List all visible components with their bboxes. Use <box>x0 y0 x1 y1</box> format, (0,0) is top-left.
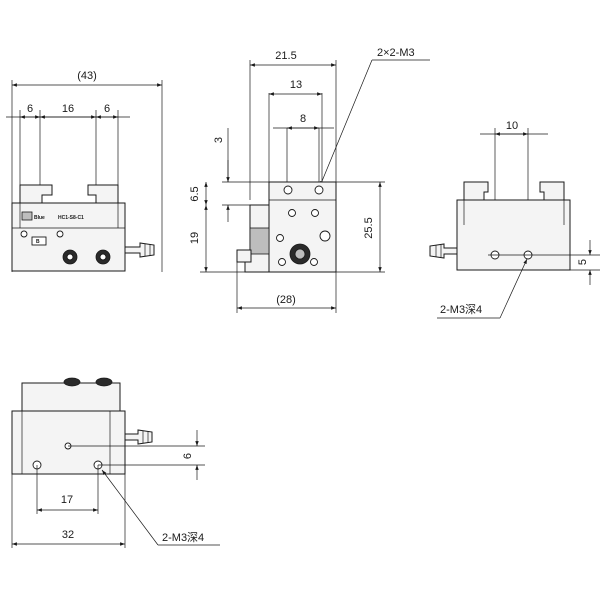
dim-5: 5 <box>577 259 589 265</box>
side-screw-hole-1 <box>288 209 296 217</box>
dim-13: 13 <box>290 79 302 91</box>
dim-28: (28) <box>276 294 296 306</box>
side-callout: 2×2-M3 <box>377 47 415 59</box>
right-jaw <box>87 184 119 204</box>
right-hose-barb <box>429 243 458 259</box>
right-callout: 2-M3深4 <box>440 303 482 316</box>
front-screw-hole-1 <box>20 230 28 238</box>
side-screw-hole-4 <box>319 230 331 242</box>
dim-19: 19 <box>189 232 201 244</box>
side-screw-hole-2 <box>311 209 319 217</box>
bottom-callout: 2-M3深4 <box>162 531 204 544</box>
front-screw-hole-2 <box>56 230 64 238</box>
bottom-fitting-2 <box>95 377 113 387</box>
side-top-hole-1 <box>283 185 293 195</box>
side-screw-hole-5 <box>278 258 286 266</box>
dim-8: 8 <box>300 113 306 125</box>
side-screw-hole-6 <box>310 258 318 266</box>
side-top-hole-2 <box>314 185 324 195</box>
bottom-body <box>11 410 126 475</box>
side-screw-hole-3 <box>276 234 284 242</box>
side-cover <box>249 227 270 255</box>
dim-17: 17 <box>61 494 73 506</box>
left-jaw <box>19 184 53 204</box>
small-label: B <box>36 239 40 245</box>
dim-6: 6 <box>182 453 194 459</box>
side-view: 21.5 13 8 2×2-M3 3 6.5 19 25.5 (28) <box>189 47 430 313</box>
right-view: 10 5 2-M3深4 <box>429 120 600 319</box>
dim-left-jaw: 6 <box>27 103 33 115</box>
brand-label: Blue <box>34 215 45 221</box>
dim-gap: 16 <box>62 103 74 115</box>
dim-32: 32 <box>62 529 74 541</box>
side-barb-stub <box>236 249 252 263</box>
bottom-view: 6 17 32 2-M3深4 <box>11 377 220 548</box>
dim-25-5: 25.5 <box>363 217 375 238</box>
bottom-hose-barb <box>124 429 153 445</box>
dim-overall-width: (43) <box>77 70 97 82</box>
right-body <box>456 199 571 271</box>
small-label-plate <box>31 236 47 246</box>
dim-right-jaw: 6 <box>104 103 110 115</box>
dim-6-5: 6.5 <box>189 186 201 201</box>
front-view: (43) 6 16 6 Blue HC1-S8-C1 B <box>6 70 163 272</box>
hose-barb <box>124 242 155 258</box>
right-right-jaw <box>539 181 565 201</box>
right-left-jaw <box>463 181 489 201</box>
dim-21-5: 21.5 <box>275 50 296 62</box>
dim-10: 10 <box>506 120 518 132</box>
brand-logo <box>21 211 33 221</box>
model-label: HC1-S8-C1 <box>58 215 84 221</box>
bottom-top-block <box>21 382 121 412</box>
dim-3: 3 <box>213 137 225 143</box>
bottom-fitting-1 <box>63 377 81 387</box>
